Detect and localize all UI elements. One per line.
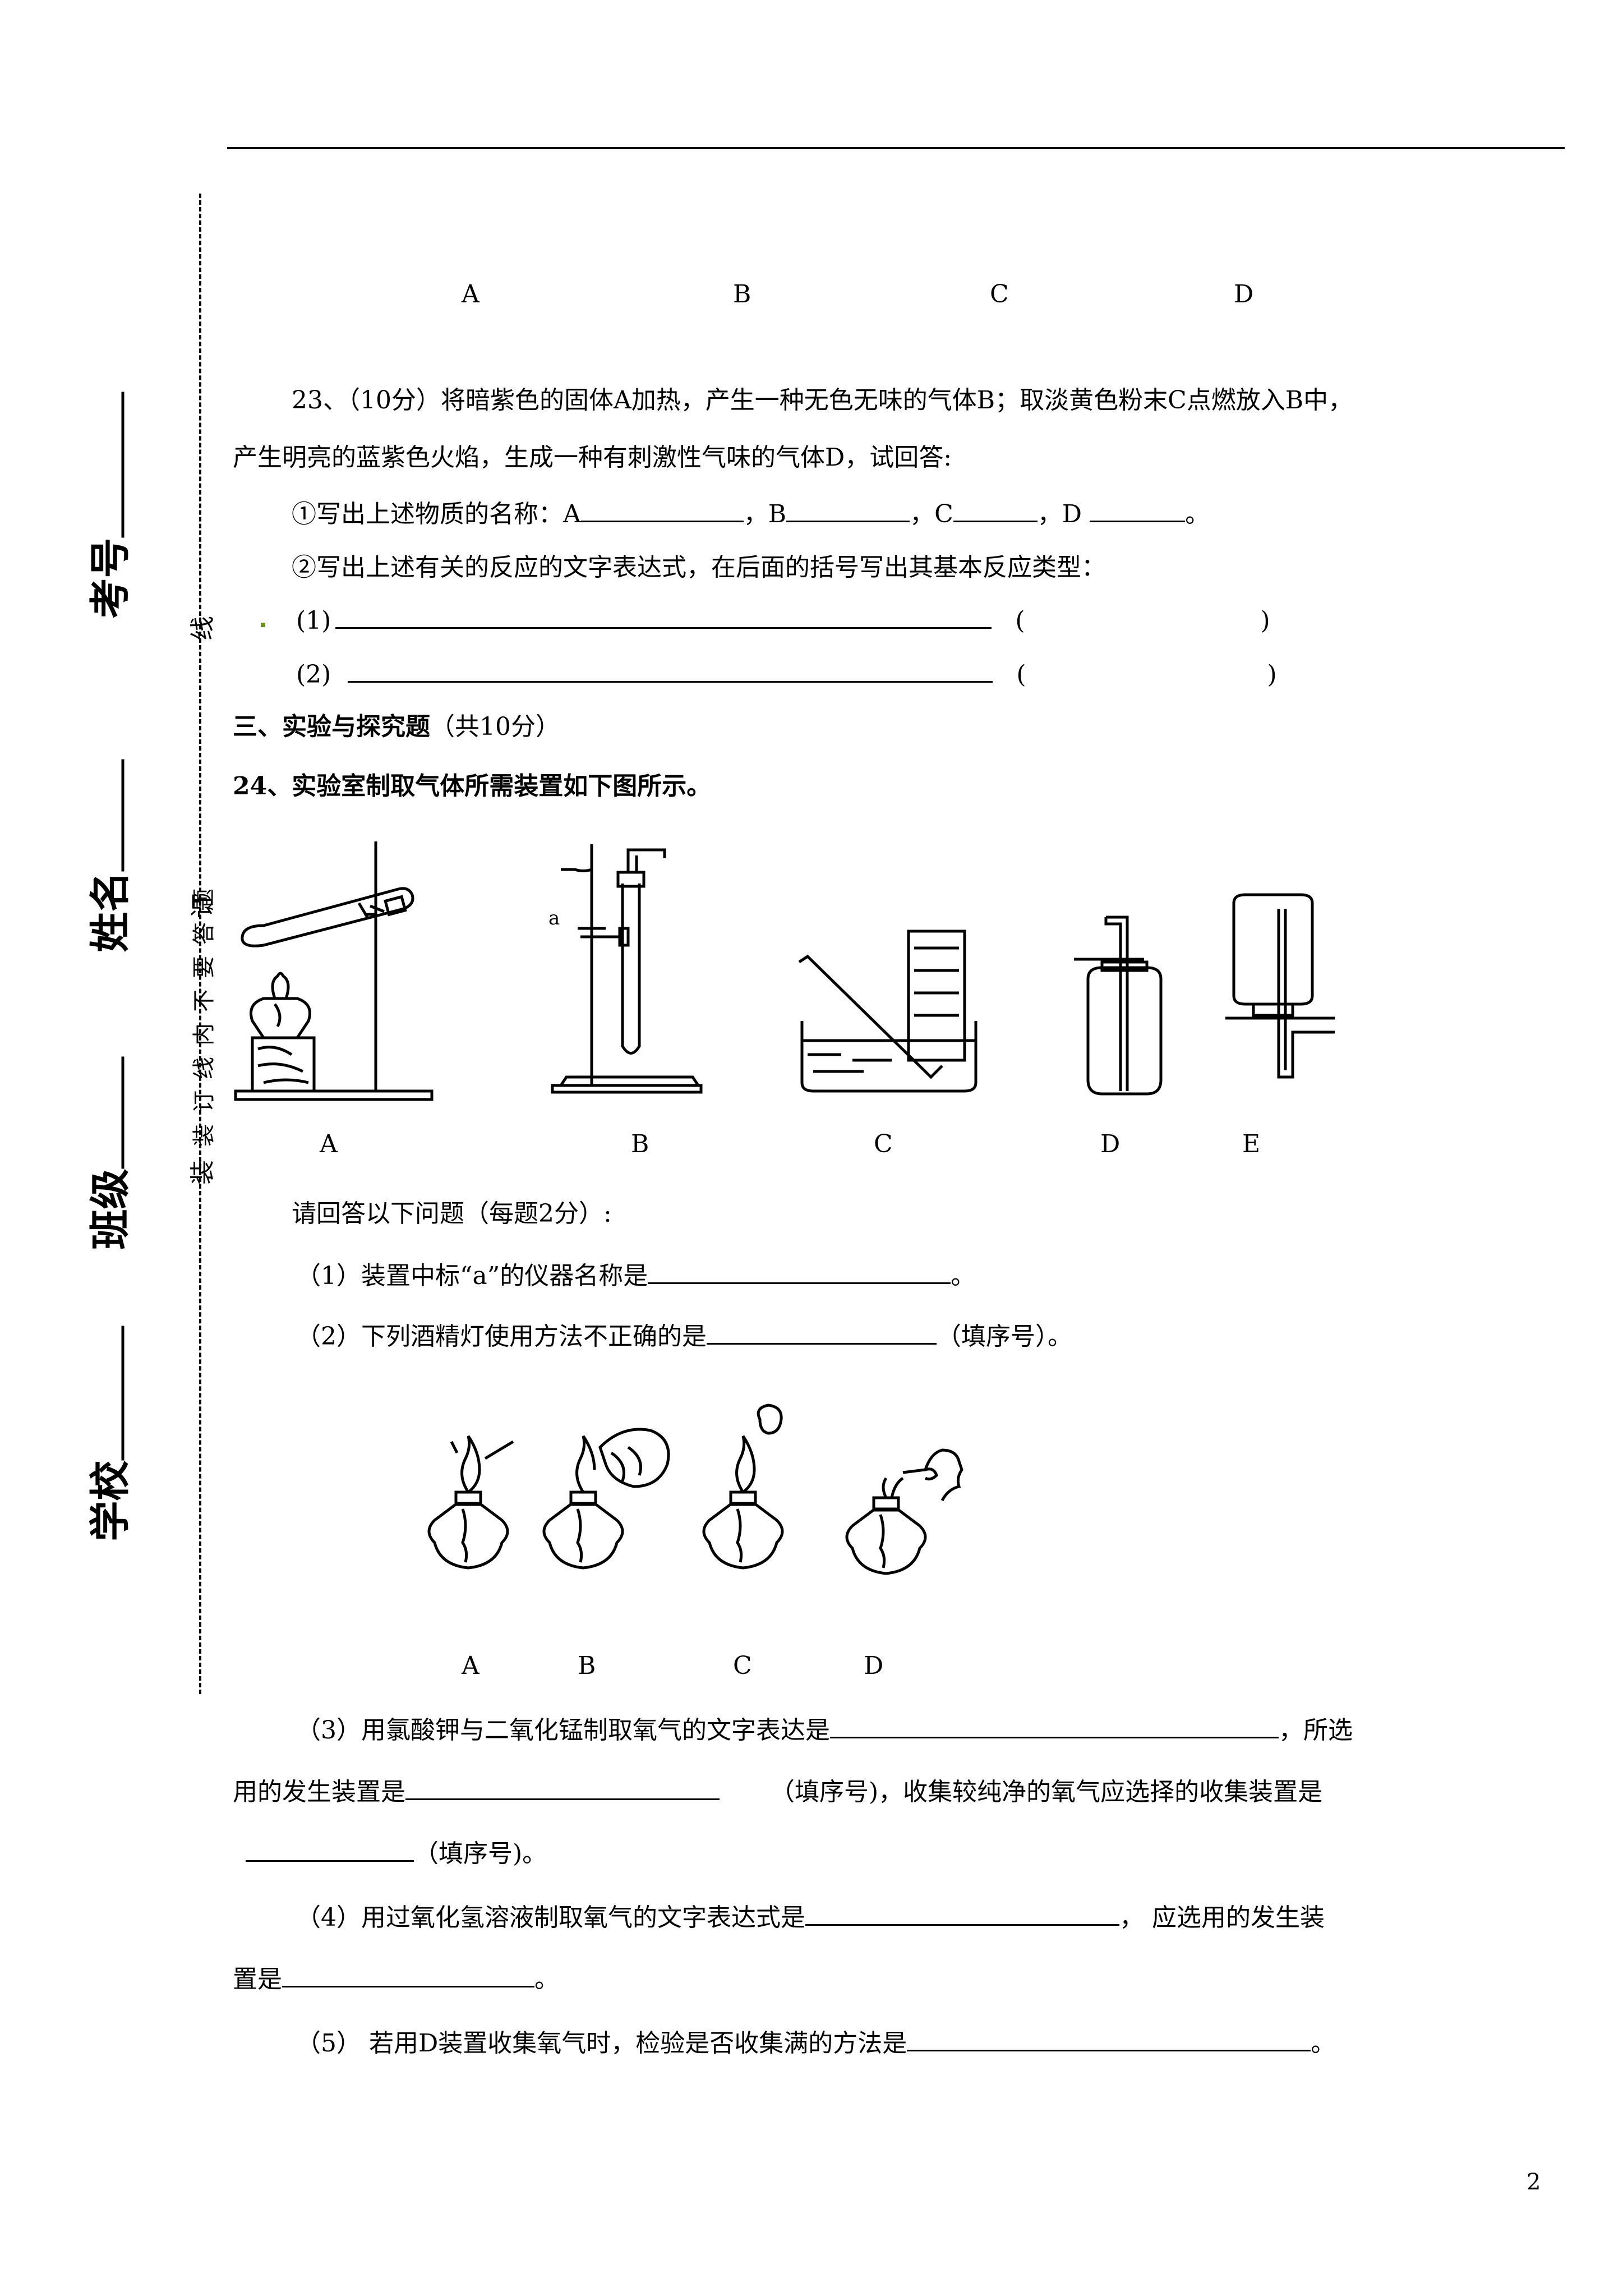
apparatus-e-inverted-bottle	[1225, 893, 1335, 1079]
q24-title: 24、实验室制取气体所需装置如下图所示。	[233, 772, 712, 800]
q23-reaction-1: (1) ()	[296, 602, 1270, 638]
s4-equation-blank[interactable]	[805, 1899, 1119, 1926]
q24-s1: （1）装置中标“a”的仪器名称是。	[296, 1258, 975, 1293]
s3-equation-blank[interactable]	[830, 1712, 1279, 1738]
s1-blank[interactable]	[648, 1258, 951, 1284]
apparatus-label-b: B	[631, 1130, 649, 1158]
q24-s3-line2: 用的发生装置是（填序号)，收集较纯净的氧气应选择的收集装置是	[233, 1774, 1322, 1809]
q24-s4-line1: （4）用过氧化氢溶液制取氧气的文字表达式是， 应选用的发生装	[296, 1899, 1325, 1935]
s2-blank[interactable]	[707, 1318, 937, 1345]
apparatus-d-gas-bottle	[1074, 915, 1163, 1096]
q24-s5: （5） 若用D装置收集氧气时，检验是否收集满的方法是。	[296, 2025, 1335, 2060]
apparatus-c-water-trough	[798, 930, 978, 1093]
s4-generator-blank[interactable]	[282, 1961, 534, 1987]
field-class: 班级	[77, 1056, 136, 1250]
page-number: 2	[1527, 2169, 1541, 2195]
top-label-d: D	[1234, 280, 1254, 309]
s5-method-blank[interactable]	[907, 2025, 1311, 2051]
lamp-label-b: B	[578, 1651, 596, 1680]
header-rule	[227, 147, 1565, 149]
q23-reaction-2: (2) ()	[296, 656, 1277, 692]
apparatus-a-heating-tube	[234, 841, 434, 1101]
apparatus-label-d: D	[1100, 1130, 1121, 1158]
q24-s4-line2: 置是。	[233, 1961, 559, 1996]
section3-title: 三、实验与探究题（共10分）	[233, 712, 560, 741]
field-exam-number: 考号	[77, 392, 136, 619]
binding-mark-zhuang: 装	[188, 1160, 217, 1185]
binding-mark-ding: 订	[188, 894, 217, 918]
q24-instructions: 请回答以下问题（每题2分）:	[292, 1199, 612, 1228]
lamp-label-d: D	[864, 1651, 884, 1680]
q24-s3-line3: （填序号)。	[246, 1835, 547, 1871]
apparatus-label-e: E	[1242, 1130, 1261, 1158]
alcohol-lamp-a	[427, 1435, 514, 1570]
top-label-a: A	[462, 280, 479, 309]
lamp-label-c: C	[733, 1651, 752, 1680]
margin-dot	[261, 623, 265, 627]
answer-a-blank[interactable]	[580, 496, 744, 522]
s3-generator-blank[interactable]	[405, 1774, 720, 1800]
s3-collector-blank[interactable]	[246, 1835, 414, 1862]
apparatus-label-c: C	[874, 1130, 893, 1158]
binding-dashed-line	[199, 194, 201, 1694]
answer-c-blank[interactable]	[953, 496, 1038, 522]
apparatus-b-test-tube-stand	[551, 844, 703, 1094]
q23-line2: 产生明亮的蓝紫色火焰，生成一种有刺激性气味的气体D，试回答:	[233, 443, 952, 472]
answer-d-blank[interactable]	[1090, 496, 1186, 522]
reaction-1-blank[interactable]	[335, 602, 992, 629]
field-school: 学校	[77, 1323, 136, 1542]
q24-s2: （2）下列酒精灯使用方法不正确的是（填序号）。	[296, 1318, 1072, 1354]
field-name: 姓名	[77, 759, 136, 953]
q23-part2: ②写出上述有关的反应的文字表达式，在后面的括号写出其基本反应类型：	[292, 553, 1106, 582]
q23-line1: 23、（10分）将暗紫色的固体A加热，产生一种无色无味的气体B；取淡黄色粉末C点…	[292, 386, 1353, 415]
top-label-b: B	[733, 280, 751, 309]
answer-b-blank[interactable]	[786, 496, 910, 522]
alcohol-lamp-b	[542, 1428, 670, 1570]
binding-mark-line: 线	[188, 616, 217, 641]
apparatus-label-a: A	[320, 1130, 338, 1158]
q24-s3-line1: （3）用氯酸钾与二氧化锰制取氧气的文字表达是，所选	[296, 1712, 1353, 1747]
lamp-label-a: A	[462, 1651, 479, 1680]
alcohol-lamp-c	[702, 1404, 784, 1570]
reaction-2-blank[interactable]	[348, 656, 993, 683]
alcohol-lamp-d	[845, 1448, 963, 1575]
q23-part1: ①写出上述物质的名称：A，B，C，D 。	[292, 496, 1210, 531]
instrument-label-a: a	[548, 907, 560, 930]
top-label-c: C	[990, 280, 1009, 309]
